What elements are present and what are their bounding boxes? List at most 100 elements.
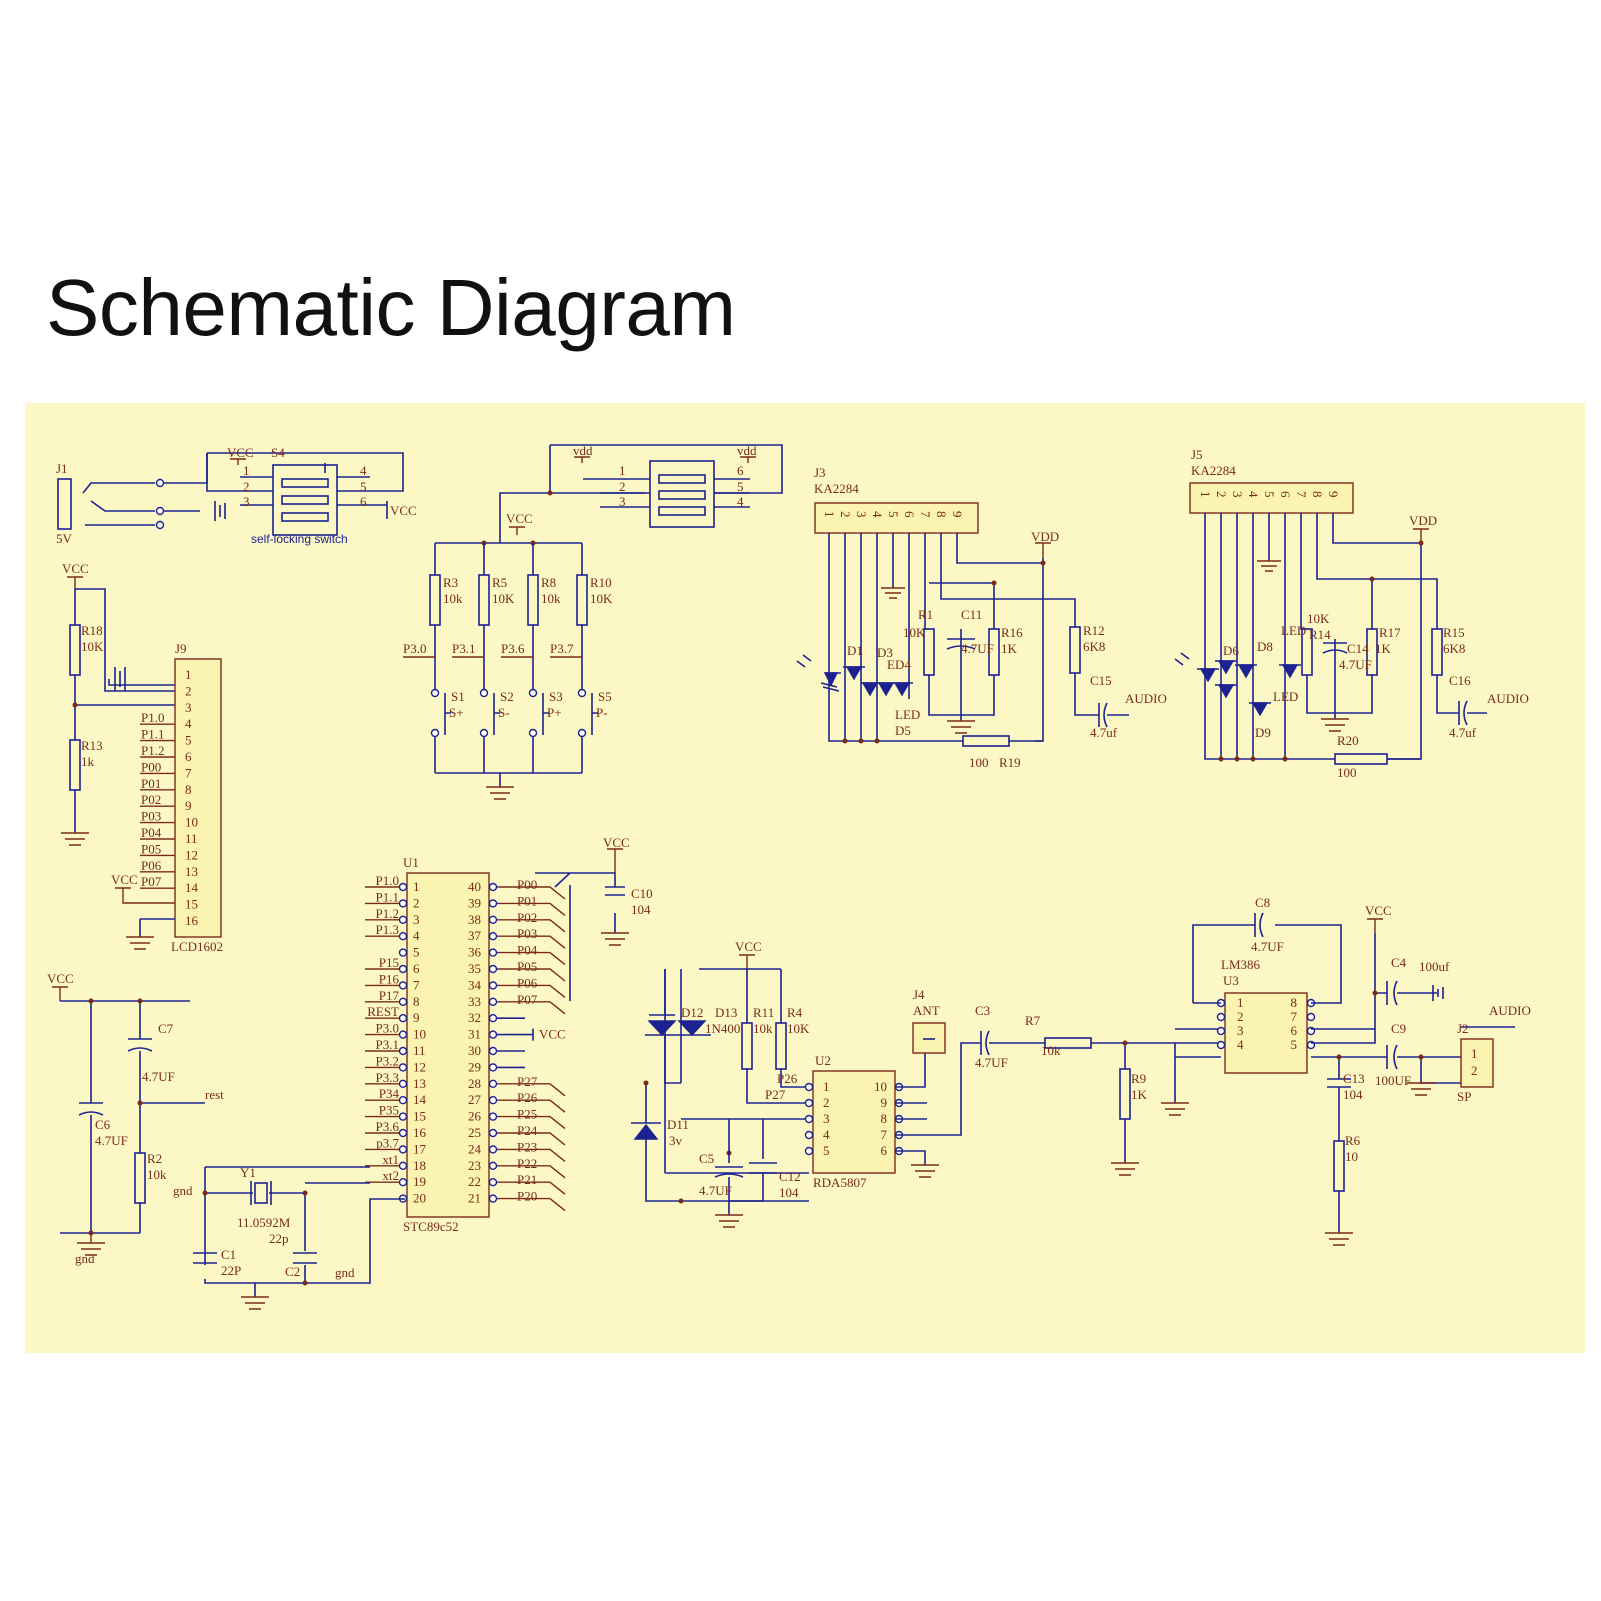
svg-text:3v: 3v (669, 1133, 683, 1148)
svg-text:C2: C2 (285, 1264, 300, 1279)
svg-text:4.7UF: 4.7UF (142, 1069, 175, 1084)
lm386-pin-number: 3 (1237, 1023, 1244, 1038)
mcu-pin-net: P06 (517, 975, 538, 990)
svg-text:R4: R4 (787, 1005, 803, 1020)
power-input-section: J1 5V VCC S4 1 2 3 4 5 6 VCC self-lockin… (56, 445, 417, 546)
gnd-label-3: gnd (335, 1265, 355, 1280)
wire (497, 1181, 566, 1195)
lcd-pin-net: P07 (141, 874, 162, 889)
ka2284-pin-number: 9 (1326, 491, 1341, 498)
pin-terminal (1306, 1012, 1316, 1022)
mcu-pin-net: P1.3 (376, 922, 399, 937)
svg-text:4.7UF: 4.7UF (1339, 657, 1372, 672)
lm386-pin-number: 7 (1291, 1009, 1298, 1024)
svg-text:D3: D3 (877, 645, 893, 660)
wire (497, 1001, 566, 1015)
lcd-pin-net: P00 (141, 759, 161, 774)
lcd-pin-number: 14 (185, 880, 199, 895)
svg-text:R1: R1 (918, 607, 933, 622)
lcd-pin-number: 7 (185, 765, 192, 780)
svg-text:104: 104 (1343, 1087, 1363, 1102)
ka2284-j5 (1189, 482, 1354, 514)
svg-text:P+: P+ (547, 705, 562, 720)
s4-ref: S4 (271, 445, 285, 460)
mcu-section: U1 STC89c52 1P1.02P1.13P1.24P1.356P157P1… (365, 835, 653, 1234)
mcu-pin-number: 21 (468, 1191, 481, 1206)
mcu-pin-net: P01 (517, 893, 537, 908)
pin-terminal (488, 948, 498, 957)
svg-text:VCC: VCC (1365, 903, 1392, 918)
svg-text:R15: R15 (1443, 625, 1465, 640)
wire (497, 1132, 566, 1146)
ka2284-pin-number: 3 (854, 511, 869, 518)
pin-terminal (488, 964, 498, 974)
s4-vcc2: VCC (390, 503, 417, 518)
s4-vcc: VCC (227, 445, 254, 460)
lcd-pin-number: 1 (185, 667, 192, 682)
mcu-pin-net: P3.6 (376, 1119, 400, 1134)
pin-terminal (398, 1145, 408, 1154)
svg-text:R10: R10 (590, 575, 612, 590)
vdd-label: vdd (573, 443, 593, 458)
rda5807-pin-number: 6 (881, 1143, 888, 1158)
lcd-pin-net: P03 (141, 809, 161, 824)
ka2284-pin-number: 2 (1214, 491, 1229, 498)
gnd-label: gnd (173, 1183, 193, 1198)
pin-terminal (804, 1130, 814, 1140)
svg-text:S-: S- (498, 705, 510, 720)
svg-text:4.7UF: 4.7UF (961, 641, 994, 656)
rda5807-pin-number: 8 (881, 1111, 888, 1126)
button-section: VCC R3 10k P3.0 S1 S+ R5 10K P3.1 S2 S- (403, 511, 613, 800)
svg-text:4.7uf: 4.7uf (1449, 725, 1477, 740)
svg-text:R11: R11 (753, 1005, 774, 1020)
lcd1602-j9 (174, 658, 222, 938)
pin-terminal (488, 1161, 498, 1170)
c10-value: 104 (631, 902, 651, 917)
svg-text:10K: 10K (492, 591, 515, 606)
mcu-pin-number: 34 (468, 977, 482, 992)
pin-terminal (398, 997, 408, 1006)
svg-text:C6: C6 (95, 1117, 111, 1132)
pin-terminal (398, 899, 408, 908)
mcu-pin-number: 25 (468, 1125, 481, 1140)
svg-text:VDD: VDD (1409, 513, 1437, 528)
mcu-pin-number: 1 (413, 879, 420, 894)
svg-text:C12: C12 (779, 1169, 801, 1184)
mcu-pin-net: P20 (517, 1189, 537, 1204)
svg-text:3: 3 (619, 494, 626, 509)
mcu-pin-number: 32 (468, 1010, 481, 1025)
pin-terminal (488, 1194, 498, 1203)
lcd-pin-number: 11 (185, 831, 198, 846)
c10-ref: C10 (631, 886, 653, 901)
mcu-pin-number: 16 (413, 1125, 427, 1140)
mcu-pin-number: 23 (468, 1158, 481, 1173)
svg-text:1N400: 1N400 (705, 1021, 740, 1036)
mcu-pin-number: 37 (468, 928, 482, 943)
ka2284-pin-number: 6 (1278, 491, 1293, 498)
pin-terminal (488, 932, 498, 941)
svg-text:S5: S5 (598, 689, 612, 704)
pin-terminal (804, 1114, 814, 1124)
svg-text:100: 100 (1337, 765, 1357, 780)
svg-text:1K: 1K (1375, 641, 1392, 656)
crystal-y1 (254, 1182, 268, 1204)
lcd-pin-net: P01 (141, 776, 161, 791)
pin-terminal (1216, 1026, 1226, 1036)
mcu-pin-number: 36 (468, 945, 482, 960)
rda5807-pin-number: 9 (881, 1095, 888, 1110)
pin-terminal (398, 882, 408, 892)
svg-text:4.7UF: 4.7UF (1251, 939, 1284, 954)
wire (497, 919, 566, 933)
svg-text:4.7UF: 4.7UF (95, 1133, 128, 1148)
svg-text:VCC: VCC (735, 939, 762, 954)
pin-terminal (804, 1098, 814, 1108)
svg-text:R17: R17 (1379, 625, 1401, 640)
lcd-ref: J9 (175, 641, 187, 656)
svg-text:10k: 10k (541, 591, 561, 606)
svg-text:D11: D11 (667, 1117, 689, 1132)
svg-text:D12: D12 (681, 1005, 703, 1020)
wire (497, 1099, 566, 1113)
mcu-pin-net: P3.2 (376, 1053, 399, 1068)
lcd-vcc: VCC (62, 561, 89, 576)
